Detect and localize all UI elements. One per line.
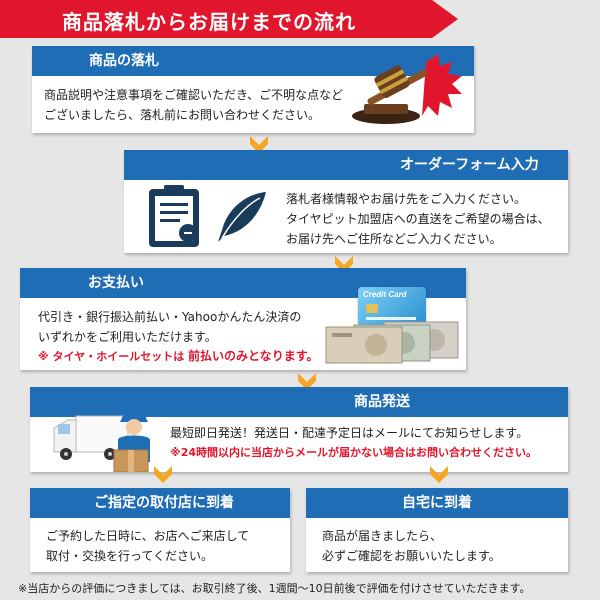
step-bid-text-2: ございましたら、落札前にお問い合わせください。 xyxy=(44,108,321,122)
quill-pen-icon xyxy=(218,192,266,242)
step-bid-body: 商品説明や注意事項をご確認いただき、ご不明な点など ございましたら、落札前にお問… xyxy=(32,76,474,125)
step-order-text-1: 落札者様情報やお届け先をご入力ください。 xyxy=(286,192,527,206)
arrow-down-icon xyxy=(250,136,268,153)
step-bid-text-1: 商品説明や注意事項をご確認いただき、ご不明な点など xyxy=(44,88,344,102)
banknotes-icon xyxy=(325,321,459,364)
step-shipping-body: 最短即日発送！発送日・配達予定日はメールにてお知らせします。 ※24時間以内に当… xyxy=(30,417,568,463)
step-order-text-3: お届け先へご住所などご入力ください。 xyxy=(286,232,502,246)
payment-note: ※ タイヤ・ホイールセットは 前払いのみとなります。 xyxy=(38,347,466,366)
step-order-header: オーダーフォーム入力 xyxy=(124,150,568,180)
step-shipping-text: 最短即日発送！発送日・配達予定日はメールにてお知らせします。 xyxy=(170,426,529,440)
step-home-header: 自宅に到着 xyxy=(306,488,568,518)
step-bid-title: 商品の落札 xyxy=(89,53,159,69)
credit-card-icon: Credit Card xyxy=(358,287,426,327)
step-home-text-2: 必ずご確認をお願いいたします。 xyxy=(322,549,501,563)
flow-title-banner xyxy=(0,0,458,38)
step-shipping-header: 商品発送 xyxy=(30,387,568,417)
page-title: 商品落札からお届けまでの流れ xyxy=(62,10,356,34)
step-payment-text-2: いずれかをご利用いただけます。 xyxy=(38,330,217,344)
payment-note-prefix: ※ タイヤ・ホイールセットは xyxy=(38,350,185,363)
step-store-card: ご指定の取付店に到着 ご予約した日時に、お店へご来店して 取付・交換を行ってくだ… xyxy=(30,488,290,572)
step-store-text-1: ご予約した日時に、お店へご来店して xyxy=(46,529,250,543)
step-store-header: ご指定の取付店に到着 xyxy=(30,488,290,518)
step-store-body: ご予約した日時に、お店へご来店して 取付・交換を行ってください。 xyxy=(30,518,290,566)
shipping-note: ※24時間以内に当店からメールが届かない場合はお問い合わせください。 xyxy=(170,446,537,459)
credit-card-brand: Credit Card xyxy=(363,290,407,299)
step-payment-text-1: 代引き・銀行振込前払い・Yahooかんたん決済の xyxy=(38,310,302,324)
step-home-title: 自宅に到着 xyxy=(402,495,472,511)
step-store-title: ご指定の取付店に到着 xyxy=(94,495,234,511)
step-order-body: 落札者様情報やお届け先をご入力ください。 タイヤピット加盟店への直送をご希望の場… xyxy=(124,180,568,249)
step-payment-title: お支払い xyxy=(88,275,144,291)
step-home-card: 自宅に到着 商品が届きましたら、 必ずご確認をお願いいたします。 xyxy=(306,488,568,572)
step-shipping-title: 商品発送 xyxy=(354,394,410,410)
step-order-title: オーダーフォーム入力 xyxy=(400,157,539,173)
evaluation-footnote: ※当店からの評価につきましては、お取引終了後、1週間〜10日前後で評価を付けさせ… xyxy=(18,582,531,595)
arrow-down-icon xyxy=(430,466,448,483)
arrow-down-icon xyxy=(154,466,172,483)
gavel-icon xyxy=(352,54,462,124)
delivery-worker-icon xyxy=(113,413,150,472)
step-payment-body: 代引き・銀行振込前払い・Yahooかんたん決済の いずれかをご利用いただけます。… xyxy=(20,298,466,366)
step-store-text-2: 取付・交換を行ってください。 xyxy=(46,549,214,563)
step-home-body: 商品が届きましたら、 必ずご確認をお願いいたします。 xyxy=(306,518,568,566)
step-home-text-1: 商品が届きましたら、 xyxy=(322,529,443,543)
payment-note-emphasis: 前払いのみとなります。 xyxy=(188,349,319,363)
step-order-text-2: タイヤピット加盟店への直送をご希望の場合は、 xyxy=(286,212,550,226)
arrow-down-icon xyxy=(298,373,316,390)
clipboard-icon xyxy=(149,185,199,247)
